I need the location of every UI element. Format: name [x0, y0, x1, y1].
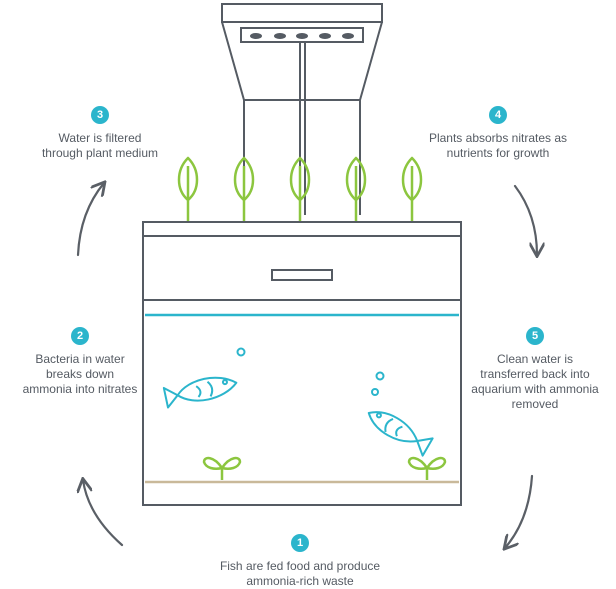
grow-light-hood	[221, 21, 383, 101]
step-5: 5 Clean water is transferred back into a…	[460, 327, 610, 412]
plants	[177, 156, 423, 222]
leaf-sprout-icon	[401, 156, 423, 222]
step-4: 4 Plants absorbs nitrates as nutrients f…	[408, 106, 588, 161]
seedling-icon	[202, 456, 242, 480]
step-number-badge: 5	[526, 327, 544, 345]
leaf-sprout-icon	[345, 156, 367, 222]
curved-arrow-icon	[513, 184, 537, 255]
grow-bed-rim	[142, 221, 462, 237]
bubbles	[236, 347, 385, 396]
fish-icon	[162, 376, 238, 409]
grow-light-icon	[221, 3, 383, 215]
grow-light-top	[221, 3, 383, 23]
step-2: 2 Bacteria in water breaks down ammonia …	[10, 327, 150, 397]
bubble-icon	[236, 347, 246, 357]
step-1: 1 Fish are fed food and produce ammonia-…	[200, 534, 400, 589]
step-description: Water is filtered through plant medium	[41, 131, 159, 160]
step-description: Fish are fed food and produce ammonia-ri…	[219, 559, 381, 588]
step-description: Clean water is transferred back into aqu…	[471, 352, 599, 411]
leaf-sprout-icon	[289, 156, 311, 222]
fish-icon	[367, 411, 434, 457]
grow-bed-body	[142, 235, 462, 301]
step-number-badge: 3	[91, 106, 109, 124]
step-number-badge: 2	[71, 327, 89, 345]
step-number-badge: 4	[489, 106, 507, 124]
grow-light-leds	[250, 33, 354, 39]
bubble-icon	[375, 371, 385, 381]
bubble-icon	[371, 388, 379, 396]
aquarium-tank	[142, 299, 462, 506]
curved-arrow-icon	[505, 474, 534, 548]
grow-light-panel	[240, 27, 364, 43]
grow-bed-handle	[271, 269, 333, 281]
tank-outline	[142, 299, 462, 506]
grow-bed	[142, 221, 462, 301]
seedling-icon	[407, 456, 447, 480]
leaf-sprout-icon	[177, 156, 199, 222]
step-3: 3 Water is filtered through plant medium	[20, 106, 180, 161]
curved-arrow-icon	[76, 183, 104, 257]
curved-arrow-icon	[83, 480, 124, 547]
leaf-sprout-icon	[233, 156, 255, 222]
step-description: Plants absorbs nitrates as nutrients for…	[428, 131, 568, 160]
step-number-badge: 1	[291, 534, 309, 552]
step-description: Bacteria in water breaks down ammonia in…	[22, 352, 138, 396]
cycle-arrows	[78, 183, 537, 548]
